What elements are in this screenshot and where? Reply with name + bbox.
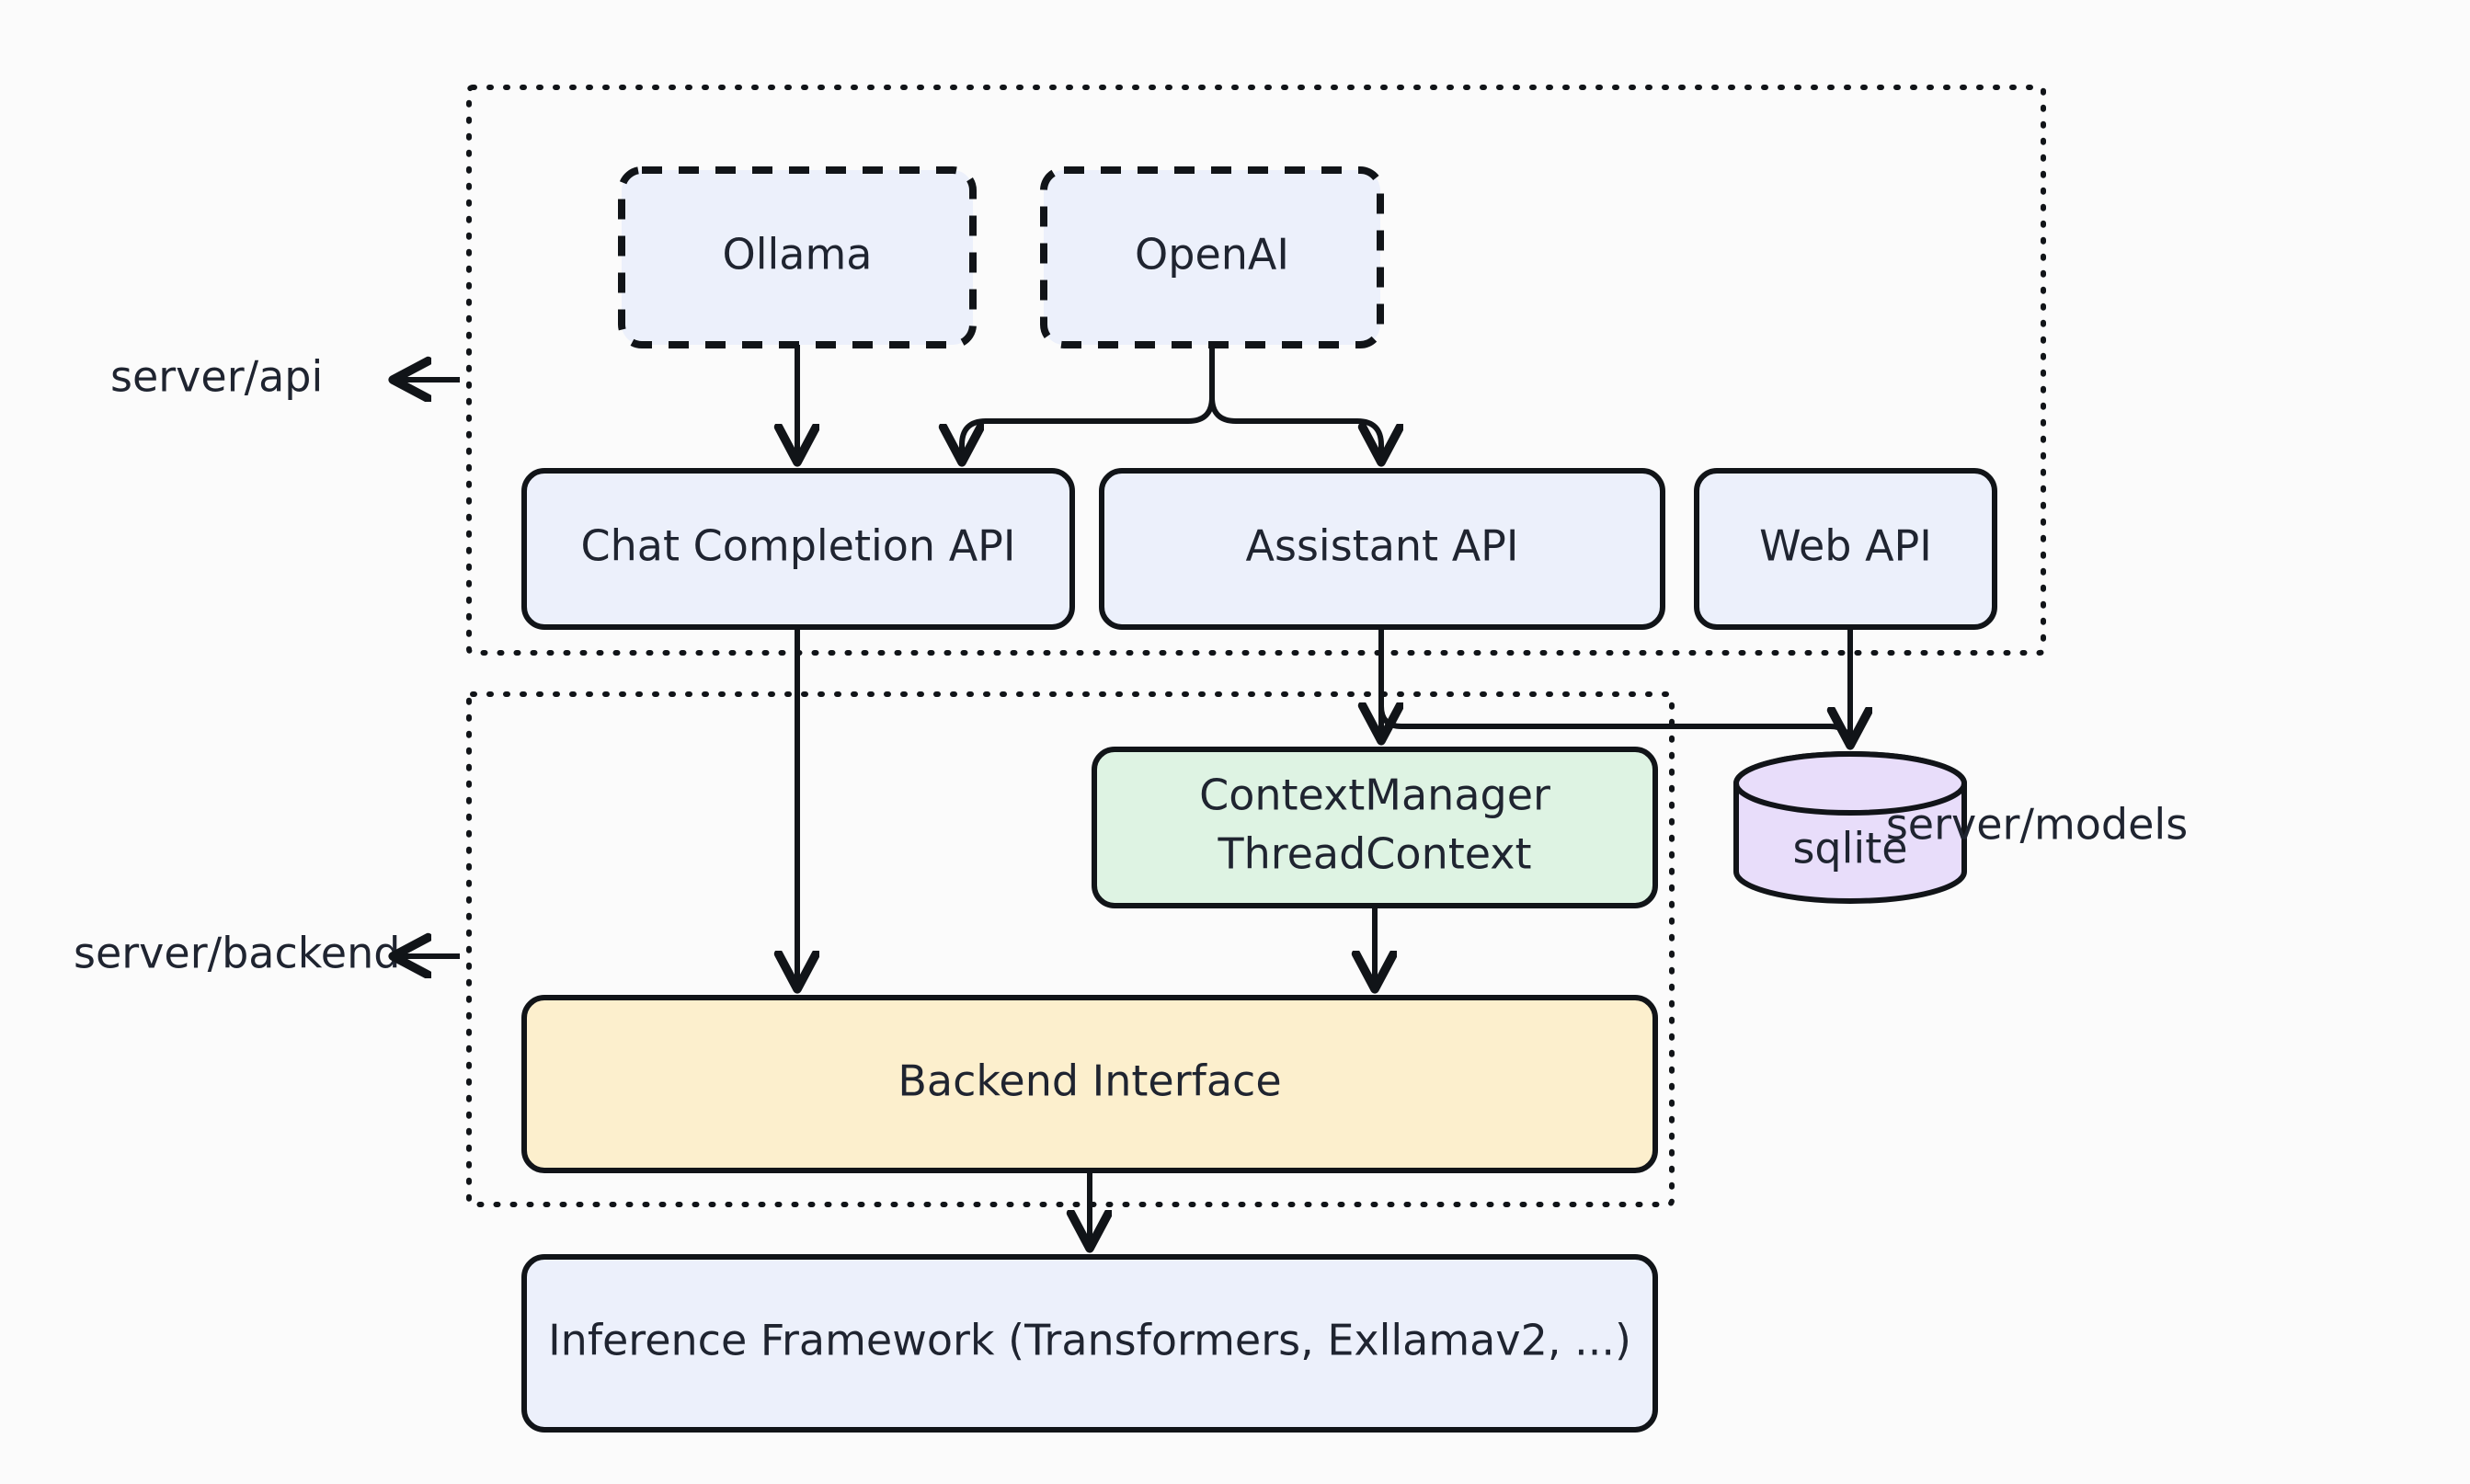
edge-openai-to-chat-completion bbox=[962, 345, 1215, 458]
edge-assistant-to-sqlite bbox=[1378, 627, 1853, 749]
cluster-backend: server/backend bbox=[74, 691, 1675, 1207]
cluster-boundary-backend bbox=[466, 691, 1675, 1207]
clusters-layer: server/api server/backend bbox=[74, 85, 2046, 1207]
node-openai[interactable]: OpenAI bbox=[1040, 166, 1384, 348]
labels-layer: server/models bbox=[1886, 800, 2188, 850]
cluster-boundary-api bbox=[466, 85, 2046, 656]
nodes-layer: Ollama OpenAI Chat Completion API Assistant… bbox=[521, 166, 1997, 1433]
node-box-openai bbox=[1040, 166, 1384, 348]
node-label-openai: OpenAI bbox=[1135, 230, 1289, 280]
node-ollama[interactable]: Ollama bbox=[618, 166, 977, 348]
node-box-web-api bbox=[1694, 468, 1997, 630]
cylinder-top-sqlite bbox=[1733, 751, 1967, 816]
node-label-backend-interface: Backend Interface bbox=[898, 1056, 1281, 1106]
node-box-assistant-api bbox=[1099, 468, 1665, 630]
node-label-chat-completion-api: Chat Completion API bbox=[581, 521, 1016, 571]
node-label-inference-framework: Inference Framework (Transformers, Exlla… bbox=[548, 1316, 1631, 1365]
node-box-backend-interface bbox=[521, 995, 1658, 1173]
node-assistant-api[interactable]: Assistant API bbox=[1099, 468, 1665, 630]
node-chat-completion-api[interactable]: Chat Completion API bbox=[521, 468, 1075, 630]
node-box-chat-completion-api bbox=[521, 468, 1075, 630]
node-inference-framework[interactable]: Inference Framework (Transformers, Exlla… bbox=[521, 1254, 1658, 1433]
node-label-sqlite: sqlite bbox=[1792, 824, 1907, 873]
cluster-label-api: server/api bbox=[110, 352, 323, 402]
node-label-context-manager: ContextManager bbox=[1199, 771, 1550, 820]
node-sqlite[interactable]: sqlite bbox=[1733, 751, 1967, 904]
cluster-api: server/api bbox=[110, 85, 2046, 656]
node-label-web-api: Web API bbox=[1759, 521, 1932, 571]
node-label-ollama: Ollama bbox=[723, 230, 873, 280]
edge-openai-to-assistant bbox=[1209, 345, 1381, 458]
node-box-ollama bbox=[618, 166, 977, 348]
label-models-label: server/models bbox=[1886, 800, 2188, 850]
node-web-api[interactable]: Web API bbox=[1694, 468, 1997, 630]
node-box-inference-framework bbox=[521, 1254, 1658, 1433]
node-box-context-manager bbox=[1092, 747, 1658, 908]
cluster-label-backend: server/backend bbox=[74, 929, 400, 978]
node-label-assistant-api: Assistant API bbox=[1246, 521, 1519, 571]
node-label2-context-manager: ThreadContext bbox=[1217, 829, 1531, 879]
node-backend-interface[interactable]: Backend Interface bbox=[521, 995, 1658, 1173]
edges-layer bbox=[797, 345, 1850, 1244]
